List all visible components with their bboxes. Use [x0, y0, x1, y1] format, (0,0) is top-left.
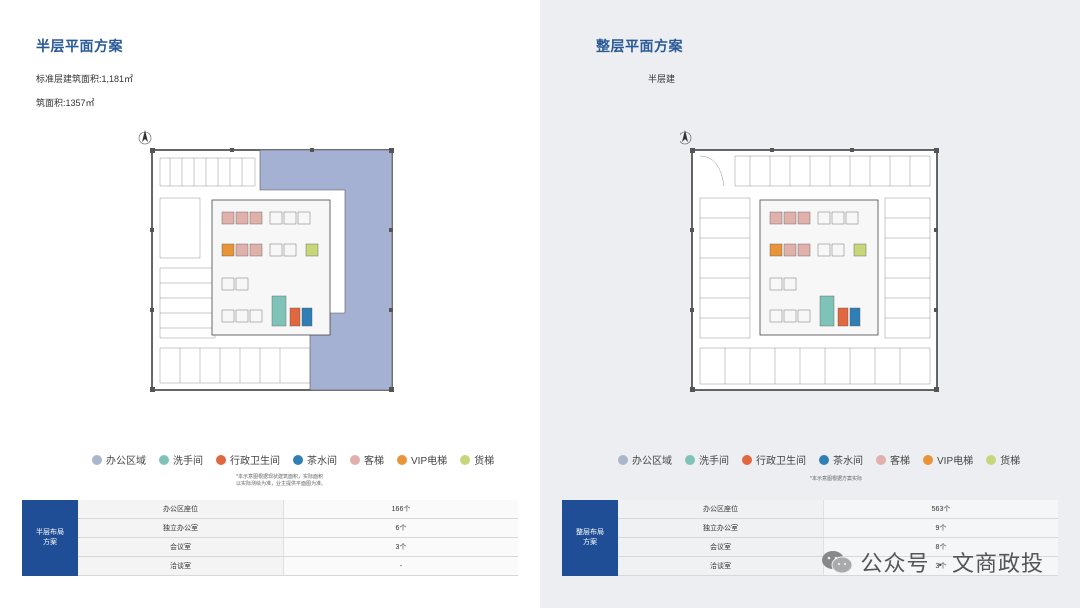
table-header: 半层布局 方案 — [22, 500, 78, 576]
legend-item-passenger-lift: 客梯 — [350, 452, 384, 467]
north-arrow-icon — [138, 130, 152, 145]
legend-dot-icon — [819, 454, 829, 465]
area-note-1: 标准层建筑面积:1,181㎡ — [36, 74, 134, 84]
table-value: 563个 — [823, 500, 1058, 519]
legend-dot-icon — [923, 454, 933, 465]
table-label: 独立办公室 — [618, 518, 824, 538]
table-label: 会议室 — [618, 537, 824, 557]
table-value: 9个 — [823, 518, 1058, 538]
legend-item-freight-lift: 货梯 — [986, 452, 1020, 467]
watermark: 公众号 · 文商政投 — [820, 546, 1044, 578]
page-title: 半层平面方案 — [36, 38, 123, 54]
table-header: 整层布局 方案 — [562, 500, 618, 576]
table-value: 3个 — [823, 556, 1058, 576]
legend-item-exec-washroom: 行政卫生间 — [216, 452, 280, 467]
table-value: 166个 — [283, 500, 518, 519]
full-floor-plan — [680, 130, 939, 392]
legend-dot-icon — [460, 454, 471, 465]
legend-dot-icon — [216, 454, 226, 465]
legend-dot-icon — [350, 454, 360, 465]
legend-dot-icon — [92, 454, 102, 465]
area-note-2: 筑面积:1357㎡ — [36, 98, 95, 108]
legend-dot-icon — [397, 454, 407, 465]
legend-dot-icon — [159, 454, 169, 465]
legend-dot-icon — [293, 454, 303, 465]
legend-item-pantry: 茶水间 — [819, 452, 863, 467]
legend-item-freight-lift: 货梯 — [460, 452, 494, 467]
legend-item-office: 办公区域 — [92, 452, 146, 467]
legend-item-vip-lift: VIP电梯 — [923, 452, 973, 467]
table-label: 洽谈室 — [618, 556, 824, 576]
watermark-text: 公众号 · 文商政投 — [860, 551, 1044, 576]
summary-table: 整层布局 方案 办公区座位 563个 独立办公室 9个 会议室 8个 洽谈室 3… — [562, 500, 1058, 576]
page-title: 整层平面方案 — [596, 38, 683, 54]
table-label: 办公区座位 — [618, 500, 824, 519]
table-label: 独立办公室 — [78, 518, 284, 538]
footnote: *本示意图根据现状建筑面积，实际面积以实际测绘为准，业主提供平面图为准。 — [236, 474, 327, 487]
table-value: 6个 — [283, 518, 518, 538]
legend-dot-icon — [876, 454, 886, 465]
footnote: *本示意图根据方案实际 — [810, 476, 862, 482]
legend-dot-icon — [742, 454, 752, 465]
table-label: 办公区座位 — [78, 500, 284, 519]
legend-dot-icon — [685, 454, 695, 465]
legend: 办公区域 洗手间 行政卫生间 茶水间 客梯 VIP电梯 货梯 — [618, 452, 1020, 467]
table-value: 8个 — [823, 537, 1058, 557]
north-arrow-icon — [680, 130, 692, 145]
legend-item-washroom: 洗手间 — [685, 452, 729, 467]
legend-item-office: 办公区域 — [618, 452, 672, 467]
legend: 办公区域 洗手间 行政卫生间 茶水间 客梯 VIP电梯 货梯 — [92, 452, 494, 467]
right-panel: 整层平面方案 半层建 — [540, 0, 1080, 608]
table-value: 3个 — [283, 537, 518, 557]
legend-item-exec-washroom: 行政卫生间 — [742, 452, 806, 467]
summary-table: 半层布局 方案 办公区座位 166个 独立办公室 6个 会议室 3个 洽谈室 - — [22, 500, 518, 576]
half-floor-plan — [138, 130, 394, 392]
area-note-1: 半层建 — [648, 74, 676, 84]
legend-dot-icon — [618, 454, 628, 465]
table-label: 洽谈室 — [78, 556, 284, 576]
wechat-icon — [822, 551, 853, 574]
legend-item-pantry: 茶水间 — [293, 452, 337, 467]
left-panel: 半层平面方案 标准层建筑面积:1,181㎡ 筑面积:1357㎡ — [22, 38, 518, 576]
legend-dot-icon — [986, 454, 997, 465]
legend-item-passenger-lift: 客梯 — [876, 452, 910, 467]
table-value: - — [283, 556, 518, 576]
legend-item-washroom: 洗手间 — [159, 452, 203, 467]
table-label: 会议室 — [78, 537, 284, 557]
legend-item-vip-lift: VIP电梯 — [397, 452, 447, 467]
